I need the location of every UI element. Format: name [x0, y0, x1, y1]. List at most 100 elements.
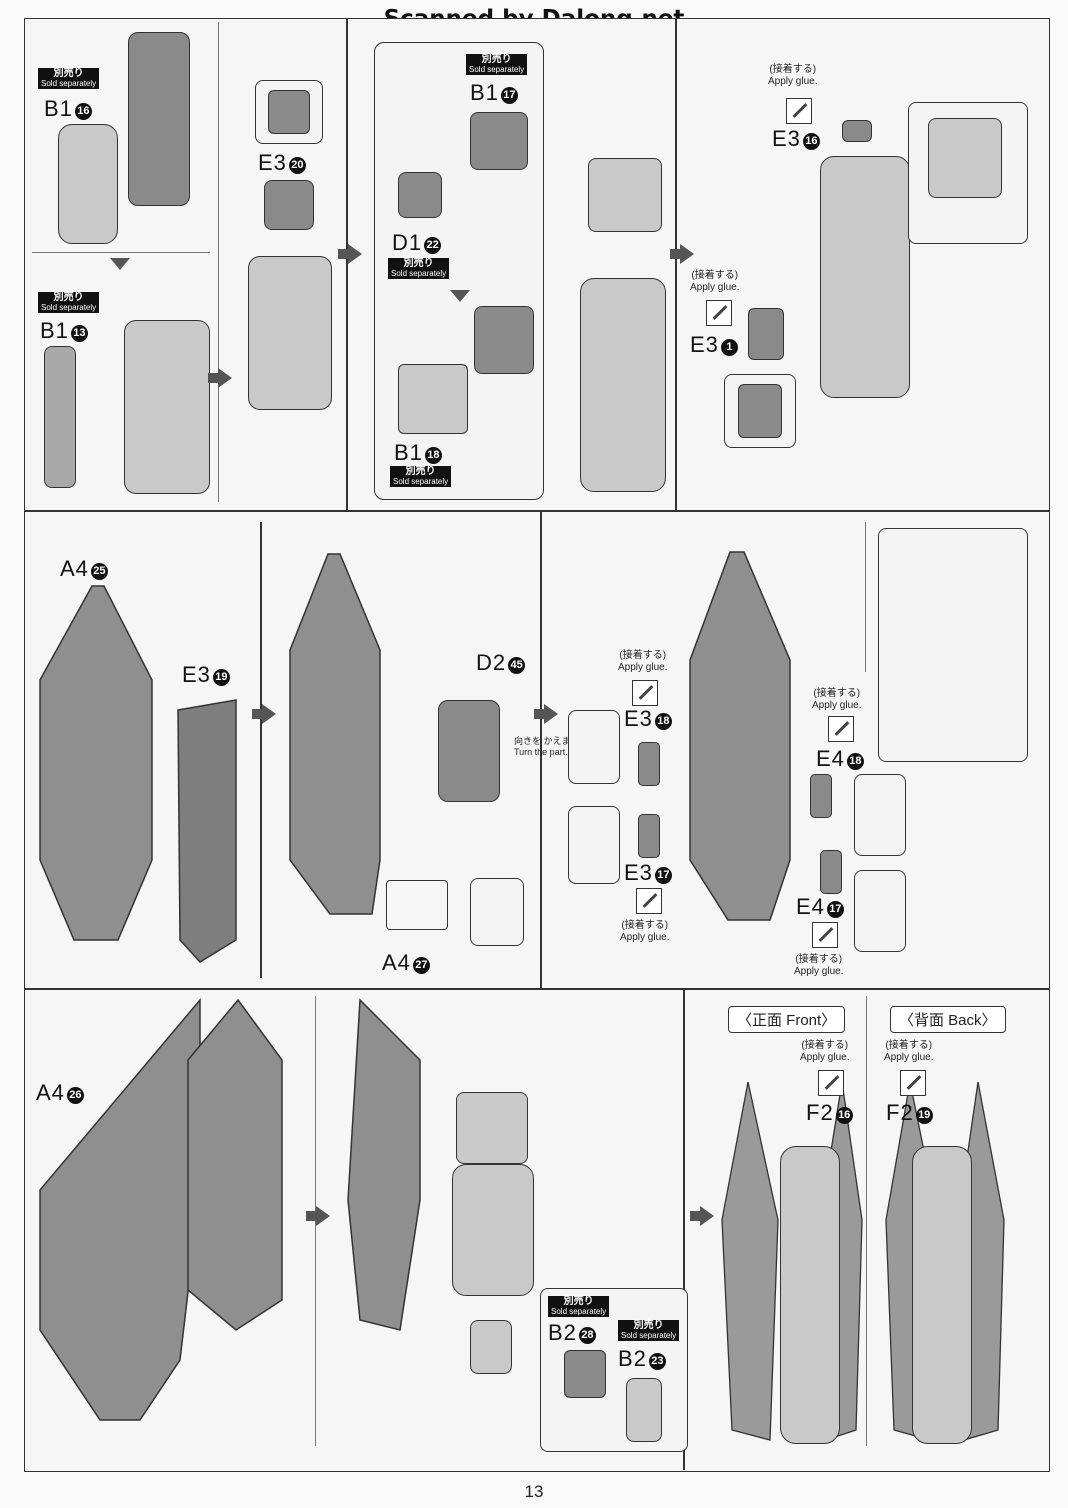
- sub-divider: [32, 252, 210, 253]
- e3-1-detail: [738, 384, 782, 438]
- next-step-arrow-icon: [670, 244, 694, 264]
- b2-28-part: [564, 1350, 606, 1398]
- detail-inset: [854, 774, 906, 856]
- detail-inset: [470, 878, 524, 946]
- knee-detail: [928, 118, 1002, 198]
- step-divider: [866, 996, 867, 1446]
- glue-brush-icon: [812, 922, 838, 948]
- glue-brush-icon: [818, 1070, 844, 1096]
- a4-26-assembly: [187, 998, 283, 1331]
- b1-17-assembly: [474, 306, 534, 374]
- glue-brush-icon: [786, 98, 812, 124]
- a4-27-part: [386, 880, 448, 930]
- apply-glue-note: (接着する)Apply glue.: [620, 920, 670, 943]
- step-divider: [865, 522, 866, 672]
- leg-assembly: [124, 320, 210, 494]
- e3-20-part: [268, 90, 310, 134]
- detail-inset: [854, 870, 906, 952]
- step-divider: [540, 512, 542, 988]
- leg-assembly: [820, 156, 910, 398]
- apply-glue-note: (接着する)Apply glue.: [800, 1040, 850, 1063]
- a4-plate-assembly: [689, 551, 791, 921]
- d2-45-frame: [438, 700, 500, 802]
- apply-glue-note: (接着する)Apply glue.: [812, 688, 862, 711]
- e3-19-plate: [177, 699, 237, 963]
- b2-23-part: [626, 1378, 662, 1442]
- reference-inset: [878, 528, 1028, 762]
- glue-brush-icon: [636, 888, 662, 914]
- e3-17-part: [638, 814, 660, 858]
- leg-assembly: [580, 278, 666, 492]
- step-divider: [315, 996, 316, 1446]
- thigh-frame-part: [128, 32, 190, 206]
- knee-block-part: [456, 1092, 528, 1164]
- page-number: 13: [524, 1482, 544, 1501]
- step-divider: [218, 22, 219, 502]
- a4-plate-assembly: [289, 553, 381, 915]
- e4-18-part: [810, 774, 832, 818]
- step-divider: [683, 988, 685, 1470]
- b1-17-part: [470, 112, 528, 170]
- leg-assembly: [248, 256, 332, 410]
- foot-joint-part: [470, 1320, 512, 1374]
- glue-brush-icon: [706, 300, 732, 326]
- front-view-label: 〈正面 Front〉: [728, 1006, 846, 1033]
- a4-26-plate: [39, 997, 201, 1421]
- e3-1-part: [748, 308, 784, 360]
- b1-18-part: [398, 364, 468, 434]
- apply-glue-note: (接着する)Apply glue.: [884, 1040, 934, 1063]
- next-step-arrow-icon: [690, 1206, 714, 1226]
- front-leg-assembly: [780, 1146, 840, 1444]
- e3-16-part: [842, 120, 872, 142]
- turn-part-note: 向きを かえます。Turn the part.: [514, 736, 588, 757]
- step-divider: [260, 522, 262, 978]
- apply-glue-note: (接着する)Apply glue.: [794, 954, 844, 977]
- leg-part: [58, 124, 118, 244]
- glue-brush-icon: [828, 716, 854, 742]
- detail-inset: [568, 806, 620, 884]
- down-arrow-icon: [450, 290, 470, 302]
- back-leg-assembly: [912, 1146, 972, 1444]
- next-step-arrow-icon: [534, 704, 558, 724]
- step-divider: [675, 18, 677, 510]
- next-step-arrow-icon: [208, 368, 232, 388]
- e4-17-part: [820, 850, 842, 894]
- d1-22-part: [398, 172, 442, 218]
- leg-side-part: [44, 346, 76, 488]
- e3-20-part: [264, 180, 314, 230]
- down-arrow-icon: [110, 258, 130, 270]
- back-view-label: 〈背面 Back〉: [890, 1006, 1006, 1033]
- apply-glue-note: (接着する)Apply glue.: [690, 270, 740, 293]
- glue-brush-icon: [632, 680, 658, 706]
- a4-25-plate: [39, 585, 153, 941]
- knee-block-part: [588, 158, 662, 232]
- apply-glue-note: (接着する)Apply glue.: [618, 650, 668, 673]
